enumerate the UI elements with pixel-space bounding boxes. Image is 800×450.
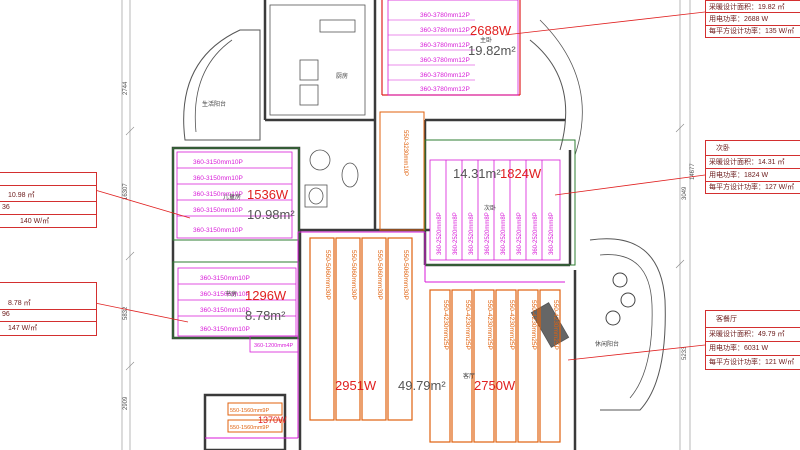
left-strip-3: 360-3150mm10P <box>193 191 243 198</box>
second-strip-4: 360-2520mm8P <box>485 212 491 255</box>
master-strip-3: 360-3780mm12P <box>420 42 470 49</box>
second-strip-1: 360-2520mm8P <box>437 212 443 255</box>
master-power-label: 2688W <box>470 23 512 38</box>
note-top-right-per: 每平方设计功率：135 W/㎡ <box>709 28 795 35</box>
second-strip-7: 360-2520mm8P <box>533 212 539 255</box>
master-strip-6: 360-3780mm12P <box>420 86 470 93</box>
note-left-bottom-area: 8.78 ㎡ <box>8 300 31 307</box>
living-power-label: 2750W <box>474 378 516 393</box>
note-living-title: 客餐厅 <box>716 316 737 323</box>
note-left-bottom: 8.78 ㎡ 96 147 W/㎡ <box>0 282 97 336</box>
left-area-label: 10.98m² <box>247 207 295 222</box>
master-area-label: 19.82m² <box>468 43 516 58</box>
note-second-power: 用电功率：1824 W <box>709 172 769 179</box>
dim-2: 16307 <box>123 183 129 200</box>
dining-area-label: 49.79m² <box>398 378 446 393</box>
bottom-power-label: 1370W <box>258 415 287 425</box>
note-living-area: 采暖设计面积：49.79 ㎡ <box>709 331 785 338</box>
note-living-per: 每平方设计功率：121 W/㎡ <box>709 359 795 366</box>
left-strip-1: 360-3150mm10P <box>193 159 243 166</box>
note-second-area: 采暖设计面积：14.31 ㎡ <box>709 159 785 166</box>
note-top-right-area: 采暖设计面积：19.82 ㎡ <box>709 4 785 11</box>
second-power-label: 1824W <box>500 166 542 181</box>
dining-power-label: 2951W <box>335 378 377 393</box>
dim-4: 2909 <box>123 396 129 410</box>
living-strip-5: 550-4230mm25P <box>530 300 537 350</box>
note-left-top: 10.98 ㎡ 36 140 W/㎡ <box>0 172 97 228</box>
second-strip-3: 360-2520mm8P <box>469 212 475 255</box>
left-power-label: 1536W <box>247 187 289 202</box>
living-room-label: 客厅 <box>463 372 475 380</box>
balcony-right-label: 休闲阳台 <box>595 340 619 348</box>
dim-3: 5832 <box>123 306 129 320</box>
study-strip-4: 360-3150mm10P <box>200 326 250 333</box>
dining-strip-1: 550-5060mm30P <box>324 250 331 300</box>
study-area-label: 8.78m² <box>245 308 286 323</box>
dining-strip-4: 550-5060mm30P <box>402 250 409 300</box>
study-strip-1: 360-3150mm10P <box>200 275 250 282</box>
study-power-label: 1296W <box>245 288 287 303</box>
note-second-title: 次卧 <box>716 145 730 152</box>
left-strip-4: 360-3150mm10P <box>193 207 243 214</box>
dim-6: 14677 <box>690 163 696 180</box>
balcony-left-label: 生活阳台 <box>202 100 226 108</box>
master-strip-2: 360-3780mm12P <box>420 27 470 34</box>
master-strip-5: 360-3780mm12P <box>420 72 470 79</box>
study-strip-3: 360-3150mm10P <box>200 307 250 314</box>
living-strip-6: 550-4230mm25P <box>552 300 559 350</box>
living-strip-4: 550-4230mm25P <box>508 300 515 350</box>
note-living: 客餐厅 采暖设计面积：49.79 ㎡ 用电功率：6031 W 每平方设计功率：1… <box>705 310 800 370</box>
study-room-label: 书房 <box>225 290 237 298</box>
note-living-power: 用电功率：6031 W <box>709 345 769 352</box>
left-room-label: 儿童房 <box>223 193 241 201</box>
living-strip-2: 550-4230mm25P <box>464 300 471 350</box>
second-strip-8: 360-2520mm8P <box>549 212 555 255</box>
dim-1: 2744 <box>123 81 129 95</box>
left-strip-5: 360-3150mm10P <box>193 227 243 234</box>
kitchen-label: 厨房 <box>336 72 348 80</box>
master-strip-4: 360-3780mm12P <box>420 57 470 64</box>
second-area-label: 14.31m² <box>453 166 501 181</box>
note-second-per: 每平方设计功率：127 W/㎡ <box>709 184 795 191</box>
living-strip-3: 550-4230mm25P <box>486 300 493 350</box>
note-top-right: 采暖设计面积：19.82 ㎡ 用电功率：2688 W 每平方设计功率：135 W… <box>705 0 800 38</box>
bottom-strip-1: 550-1560mm9P <box>230 408 269 414</box>
dim-7: 5233 <box>682 346 688 360</box>
study-strip-small: 360-1200mm4P <box>254 343 293 349</box>
second-strip-5: 360-2520mm8P <box>501 212 507 255</box>
dining-strip-2: 550-5060mm30P <box>350 250 357 300</box>
master-strip-1: 360-3780mm12P <box>420 12 470 19</box>
note-left-bottom-per: 147 W/㎡ <box>8 325 38 332</box>
note-left-top-per: 140 W/㎡ <box>20 218 50 225</box>
note-second: 次卧 采暖设计面积：14.31 ㎡ 用电功率：1824 W 每平方设计功率：12… <box>705 140 800 194</box>
master-room-label: 主卧 <box>480 36 492 44</box>
corridor-strip: 550-3230mm10P <box>402 130 408 176</box>
second-room-label: 次卧 <box>484 204 496 212</box>
second-strip-2: 360-2520mm8P <box>453 212 459 255</box>
left-strip-2: 360-3150mm10P <box>193 175 243 182</box>
study-strip-2: 360-3150mm10P <box>200 291 250 298</box>
second-strip-6: 360-2520mm8P <box>517 212 523 255</box>
living-strip-1: 550-4230mm25P <box>442 300 449 350</box>
note-left-bottom-power: 96 <box>2 311 10 318</box>
note-left-top-power: 36 <box>2 204 10 211</box>
dining-strip-3: 550-5060mm30P <box>376 250 383 300</box>
note-left-top-area: 10.98 ㎡ <box>8 192 35 199</box>
note-top-right-power: 用电功率：2688 W <box>709 16 769 23</box>
dim-5: 3049 <box>682 186 688 200</box>
bottom-strip-2: 550-1560mm9P <box>230 425 269 431</box>
